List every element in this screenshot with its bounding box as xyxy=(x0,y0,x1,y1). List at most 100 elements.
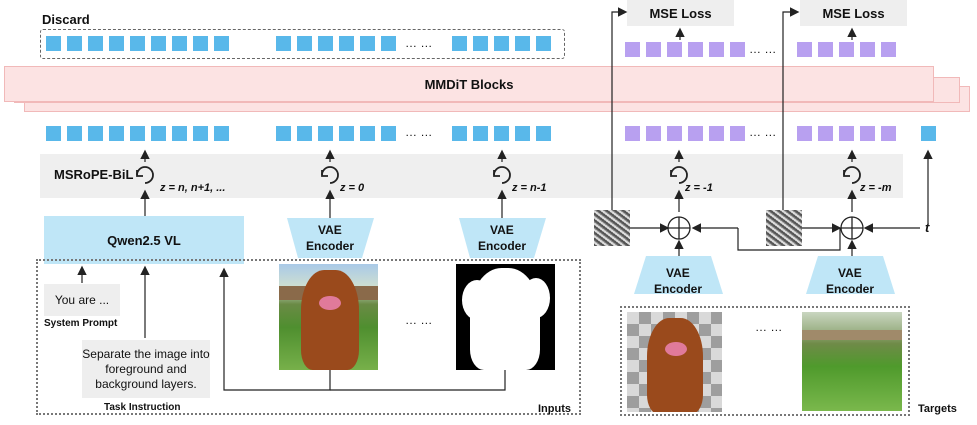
output-token xyxy=(818,42,833,57)
input-token xyxy=(46,126,61,141)
target-token xyxy=(839,126,854,141)
vae-input-1-line1: VAE xyxy=(318,223,342,237)
msrope-label: MSRoPE-BiL xyxy=(54,167,134,182)
targets-group xyxy=(620,306,910,416)
discard-token xyxy=(339,36,354,51)
target-token xyxy=(709,126,724,141)
vae-target-1-line1: VAE xyxy=(666,266,690,280)
discard-token xyxy=(297,36,312,51)
discard-token xyxy=(151,36,166,51)
z-label-0: z = 0 xyxy=(340,182,365,194)
vae-input-2-line2: Encoder xyxy=(478,239,527,253)
output-token xyxy=(646,42,661,57)
qwen-vl-box: Qwen2.5 VL xyxy=(44,216,244,264)
noise-icon xyxy=(766,210,802,246)
target-token xyxy=(881,126,896,141)
input-token xyxy=(515,126,530,141)
msrope-band xyxy=(40,154,903,198)
ellipsis-inputs: … … xyxy=(405,313,433,327)
mask-image xyxy=(456,264,555,370)
mmdit-label: MMDiT Blocks xyxy=(424,76,514,92)
dog-photo xyxy=(279,264,378,370)
discard-token xyxy=(318,36,333,51)
input-token xyxy=(109,126,124,141)
ellipsis-mid-left: … … xyxy=(405,125,433,139)
discard-token xyxy=(88,36,103,51)
background-photo xyxy=(802,312,902,411)
noise-icon xyxy=(594,210,630,246)
vae-encoder-input-1 xyxy=(287,218,374,258)
discard-token xyxy=(46,36,61,51)
discard-token xyxy=(494,36,509,51)
output-token xyxy=(839,42,854,57)
output-token xyxy=(709,42,724,57)
input-token xyxy=(193,126,208,141)
input-token xyxy=(130,126,145,141)
discard-group xyxy=(40,29,565,59)
discard-token xyxy=(536,36,551,51)
output-token xyxy=(860,42,875,57)
discard-token xyxy=(214,36,229,51)
discard-token xyxy=(276,36,291,51)
ellipsis-mid-right: … … xyxy=(749,125,777,139)
input-token xyxy=(536,126,551,141)
task-instruction-text: Separate the image into foreground and b… xyxy=(82,346,210,391)
output-token xyxy=(797,42,812,57)
ellipsis-targets: … … xyxy=(755,320,783,334)
dog-cutout xyxy=(627,312,722,412)
system-prompt-text: You are ... xyxy=(54,293,110,307)
discard-token xyxy=(109,36,124,51)
discard-token xyxy=(515,36,530,51)
mse-loss-box-1: MSE Loss xyxy=(627,0,734,26)
vae-encoder-target-2 xyxy=(806,256,895,294)
target-token xyxy=(646,126,661,141)
discard-label: Discard xyxy=(42,12,90,27)
input-token xyxy=(67,126,82,141)
input-token xyxy=(276,126,291,141)
input-token xyxy=(88,126,103,141)
target-token xyxy=(667,126,682,141)
output-token xyxy=(730,42,745,57)
system-prompt-box: You are ... xyxy=(44,284,120,316)
input-token xyxy=(214,126,229,141)
refresh-icon xyxy=(136,166,861,184)
target-token xyxy=(818,126,833,141)
input-token xyxy=(339,126,354,141)
discard-token xyxy=(473,36,488,51)
input-token xyxy=(151,126,166,141)
input-token xyxy=(318,126,333,141)
plus-circle-icon xyxy=(667,216,864,240)
vae-target-2-line2: Encoder xyxy=(826,282,875,296)
discard-token xyxy=(360,36,375,51)
vae-input-1-line2: Encoder xyxy=(306,239,355,253)
targets-caption: Targets xyxy=(918,403,957,415)
input-token xyxy=(172,126,187,141)
discard-token xyxy=(130,36,145,51)
target-token xyxy=(860,126,875,141)
vae-encoder-input-2 xyxy=(459,218,546,258)
output-token xyxy=(881,42,896,57)
discard-token xyxy=(193,36,208,51)
ellipsis-top-right: … … xyxy=(749,42,777,56)
vae-target-1-line2: Encoder xyxy=(654,282,703,296)
z-label-neg-m: z = -m xyxy=(860,182,892,194)
z-label-neg1: z = -1 xyxy=(685,182,713,194)
vae-input-2-line1: VAE xyxy=(490,223,514,237)
input-token xyxy=(473,126,488,141)
mmdit-block-front: MMDiT Blocks xyxy=(4,66,934,102)
target-token xyxy=(730,126,745,141)
discard-token xyxy=(67,36,82,51)
input-token xyxy=(452,126,467,141)
output-token xyxy=(688,42,703,57)
system-prompt-caption: System Prompt xyxy=(44,318,118,329)
vae-encoder-target-1 xyxy=(634,256,723,294)
input-token xyxy=(360,126,375,141)
output-token xyxy=(625,42,640,57)
input-token xyxy=(494,126,509,141)
discard-token xyxy=(172,36,187,51)
task-instruction-caption: Task Instruction xyxy=(104,402,181,413)
mse-loss-box-2: MSE Loss xyxy=(800,0,907,26)
target-token xyxy=(625,126,640,141)
